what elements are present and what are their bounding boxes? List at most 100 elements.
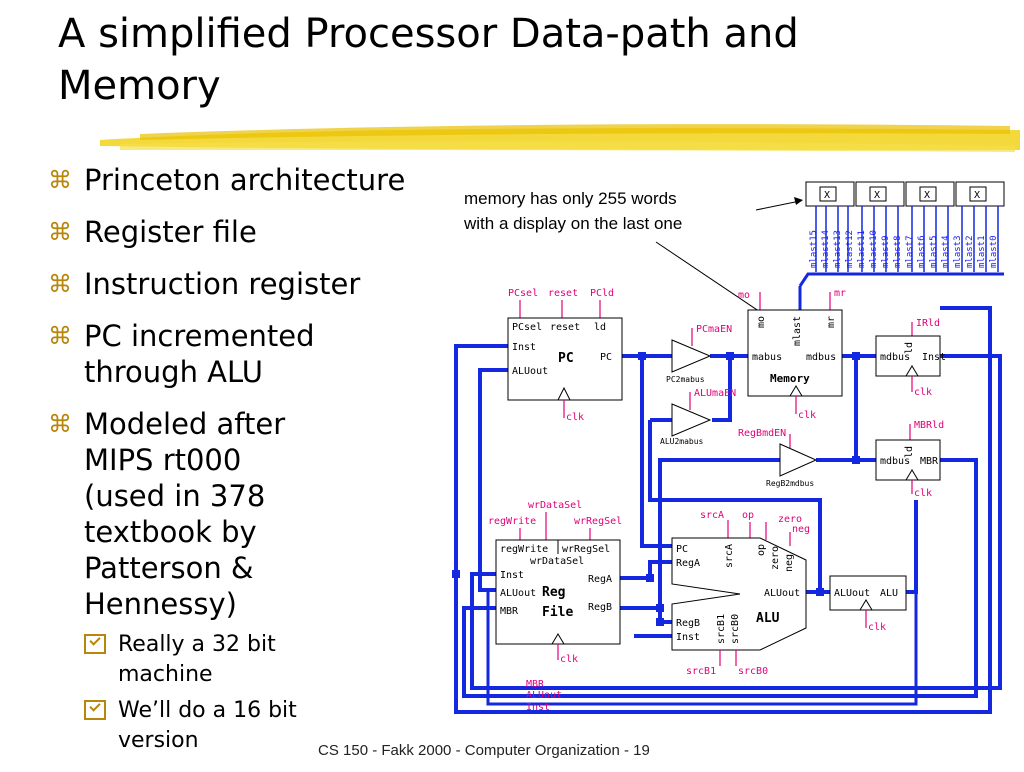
svg-text:srcA: srcA [724,544,735,568]
bullet-marker-icon: ⌘ [48,270,72,298]
svg-text:ALUout: ALUout [512,366,548,377]
display-digit: X [974,190,980,201]
pc2mabus-buffer: PCmaEN PC2mabus [666,324,732,384]
svg-text:ALU2mabus: ALU2mabus [660,437,704,446]
svg-text:RegB2mdbus: RegB2mdbus [766,479,814,488]
mlast-label: mlast0 [989,235,999,268]
mlast-label: mlast4 [941,235,951,268]
bus-labels: MBR ALUout Inst [526,679,562,713]
svg-text:ALU: ALU [756,611,780,626]
bullet-item: ⌘Princeton architecture [48,163,406,197]
svg-text:PCsel: PCsel [508,288,538,299]
svg-text:reset: reset [548,288,578,299]
note-arrow-display [755,200,801,211]
pc-register: PCsel reset PCld PCsel reset ld Inst ALU… [507,288,623,423]
mlast-label: mlast8 [893,235,903,268]
svg-text:RegB: RegB [588,602,612,613]
svg-text:RegB: RegB [676,618,700,629]
svg-text:mdbus: mdbus [880,352,910,363]
title-line-2: Memory [58,63,221,109]
mlast-label: mlast10 [869,230,879,268]
svg-text:neg: neg [792,524,810,535]
svg-text:srcB1: srcB1 [686,666,716,677]
svg-text:Reg: Reg [542,585,565,600]
svg-text:regWrite: regWrite [500,544,548,555]
svg-text:ALUout: ALUout [764,588,800,599]
svg-text:MBR: MBR [526,679,545,690]
svg-text:Inst: Inst [922,352,946,363]
svg-text:op: op [756,544,767,556]
svg-text:zero: zero [770,546,781,570]
svg-text:mlast: mlast [792,316,803,346]
register-file: wrDataSel regWrite wrRegSel regWrite wrR… [488,500,622,665]
svg-text:File: File [542,605,573,620]
mlast-bus: mlast15 mlast14 mlast13 mlast12 mlast11 … [798,206,1004,310]
svg-text:srcB0: srcB0 [738,666,768,677]
svg-text:mdbus: mdbus [806,352,836,363]
svg-text:regWrite: regWrite [488,516,536,527]
alu2mabus-buffer: ALUmaEN ALU2mabus [660,388,736,446]
display-digit: X [874,190,880,201]
bullet-item: ⌘Register file [48,215,257,249]
svg-text:PCsel: PCsel [512,322,542,333]
slide-title: A simplified Processor Data-path and Mem… [58,8,898,112]
regb2mdbus-buffer: RegBmdEN RegB2mdbus [738,428,818,488]
bullet-item: ⌘ Modeled after MIPS rt000 (used in 378 … [48,406,458,756]
checkbox-marker-icon [84,634,106,654]
bullet-marker-icon: ⌘ [48,166,72,194]
mlast-label: mlast9 [881,235,891,268]
svg-text:mo: mo [738,290,750,301]
svg-text:ALU: ALU [880,588,898,599]
bullet-marker-icon: ⌘ [48,218,72,246]
svg-text:MBRld: MBRld [914,420,944,431]
svg-text:srcB1: srcB1 [716,614,727,644]
title-line-1: A simplified Processor Data-path and [58,11,799,57]
arrowhead-icon [794,197,803,205]
mlast-label: mlast2 [965,235,975,268]
svg-text:ld: ld [904,446,915,458]
svg-text:Inst: Inst [676,632,700,643]
mlast-label: mlast5 [929,235,939,268]
bus-junctions [452,352,860,626]
svg-text:PC: PC [558,351,574,366]
mlast-label: mlast15 [809,230,819,268]
svg-text:mr: mr [834,288,846,299]
svg-text:IRld: IRld [916,318,940,329]
mlast-label: mlast13 [833,230,843,268]
svg-text:clk: clk [560,654,578,665]
bullet-marker-icon: ⌘ [48,410,72,438]
svg-text:wrDataSel: wrDataSel [528,500,582,511]
svg-text:mo: mo [756,316,767,328]
svg-text:Inst: Inst [512,342,536,353]
svg-text:wrRegSel: wrRegSel [574,516,622,527]
note-line-2: with a display on the last one [464,214,683,233]
alu-block: srcA op zero neg PC RegA srcA op zero ne… [671,510,810,677]
bus-wires [454,306,1002,714]
svg-text:ALUout: ALUout [526,690,562,701]
mlast-label: mlast6 [917,235,927,268]
svg-text:ld: ld [594,322,606,333]
svg-text:wrDataSel: wrDataSel [530,556,584,567]
mbr-register: MBRld ld mdbus MBR clk [875,420,944,499]
aluout-register: ALUout ALU clk [829,575,907,633]
mlast-label: mlast7 [905,235,915,268]
svg-text:srcA: srcA [700,510,724,521]
display-digit: X [824,190,830,201]
bullet-list: ⌘Princeton architecture ⌘Register file ⌘… [48,162,458,772]
svg-text:Memory: Memory [770,372,810,385]
svg-text:RegA: RegA [676,558,700,569]
svg-text:zero: zero [778,514,802,525]
svg-text:PCmaEN: PCmaEN [696,324,732,335]
mlast-label: mlast1 [977,235,987,268]
mlast-label: mlast12 [845,230,855,268]
svg-text:clk: clk [868,622,886,633]
svg-text:RegBmdEN: RegBmdEN [738,428,786,439]
mlast-label: mlast11 [857,230,867,268]
svg-text:ALUout: ALUout [500,588,536,599]
display-digit: X [924,190,930,201]
memory-block: mo mr mo mlast mr mabus mdbus Memory clk [738,288,846,421]
